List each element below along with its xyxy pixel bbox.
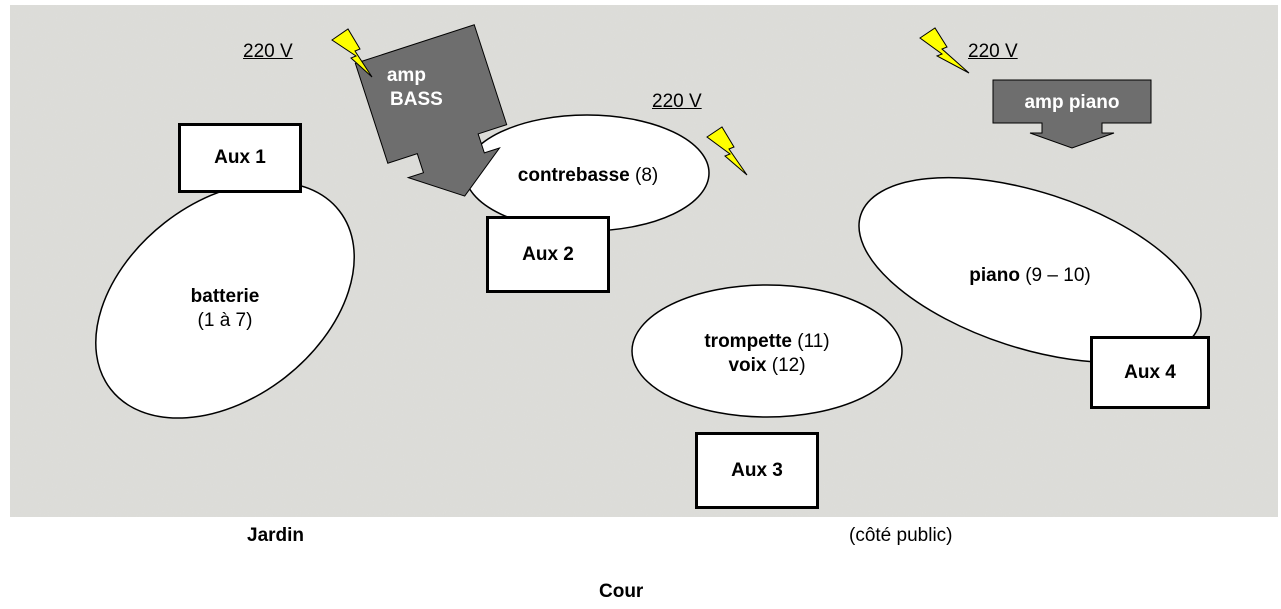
aux-3-box: Aux 3: [695, 432, 819, 509]
contrebasse-label: contrebasse (8): [478, 164, 698, 188]
piano-name: piano: [969, 265, 1020, 286]
amp-bass-line2: BASS: [390, 89, 443, 110]
jardin-caption: Jardin: [247, 525, 305, 546]
piano-label: piano (9 – 10): [930, 264, 1130, 288]
piano-zone: [858, 176, 1202, 364]
voix-name: voix: [728, 355, 767, 376]
amp-bass-line1: amp: [386, 65, 426, 86]
trompette-voix-zone: [631, 284, 903, 418]
lightning-icon-bass: [331, 28, 373, 78]
batterie-label: batterie (1 à 7): [155, 285, 295, 333]
voix-channels: (12): [771, 355, 806, 376]
batterie-zone: [95, 181, 355, 419]
trompette-channels: (11): [797, 331, 830, 352]
piano-channels: (9 – 10): [1025, 265, 1091, 286]
power-label-bass: 220 V: [243, 41, 293, 62]
batterie-name: batterie: [190, 286, 260, 307]
power-label-contrebasse: 220 V: [652, 91, 702, 112]
amp-piano-arrow: [992, 79, 1152, 149]
stage-area: batterie (1 à 7) contrebasse (8) piano (…: [10, 5, 1278, 517]
aux-2-box: Aux 2: [486, 216, 610, 293]
trompette-voix-label: trompette (11) voix (12): [657, 330, 877, 378]
cour-caption: Cour: [599, 581, 644, 602]
stage-drawing: [10, 5, 1278, 517]
amp-bass-label: amp BASS: [370, 64, 443, 112]
contrebasse-name: contrebasse: [517, 165, 630, 186]
amp-bass-arrow: [354, 24, 508, 197]
aux-4-box: Aux 4: [1090, 336, 1210, 409]
trompette-name: trompette: [704, 331, 792, 352]
cote-public-caption: (côté public): [849, 525, 953, 546]
aux-1-box: Aux 1: [178, 123, 302, 193]
lightning-icon-contrebasse: [706, 126, 748, 176]
batterie-channels: (1 à 7): [197, 310, 253, 331]
lightning-icon-piano: [919, 27, 970, 74]
contrebasse-channels: (8): [635, 165, 659, 186]
amp-piano-label: amp piano: [1024, 92, 1120, 113]
power-label-piano: 220 V: [968, 41, 1018, 62]
